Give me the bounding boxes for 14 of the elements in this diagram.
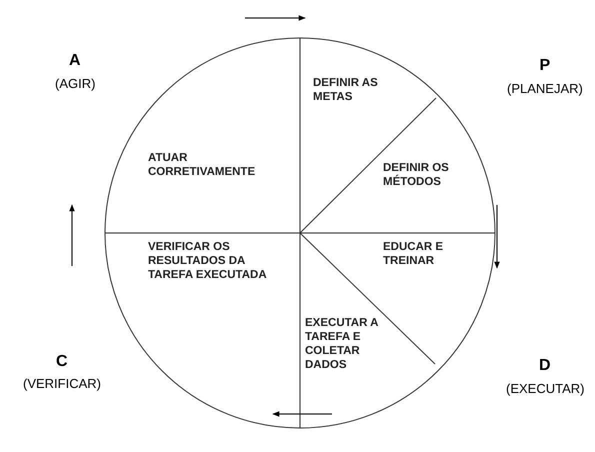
- sector-text: ATUAR CORRETIVAMENTE: [148, 151, 283, 179]
- phase-letter: D: [539, 357, 551, 375]
- phase-name: (AGIR): [55, 76, 96, 91]
- phase-letter: C: [56, 353, 68, 371]
- phase-name: (PLANEJAR): [507, 81, 583, 96]
- phase-name: (VERIFICAR): [23, 376, 101, 391]
- sector-text: VERIFICAR OS RESULTADOS DA TAREFA EXECUTADA: [148, 240, 268, 282]
- phase-letter: A: [69, 52, 81, 70]
- sector-text: DEFINIR AS METAS: [313, 76, 403, 104]
- sector-text: DEFINIR OS MÉTODOS: [383, 161, 468, 189]
- phase-name: (EXECUTAR): [506, 381, 584, 396]
- phase-letter: P: [540, 57, 550, 75]
- sector-text: EXECUTAR A TAREFA E COLETAR DADOS: [305, 316, 385, 372]
- sector-text: EDUCAR E TREINAR: [383, 240, 463, 268]
